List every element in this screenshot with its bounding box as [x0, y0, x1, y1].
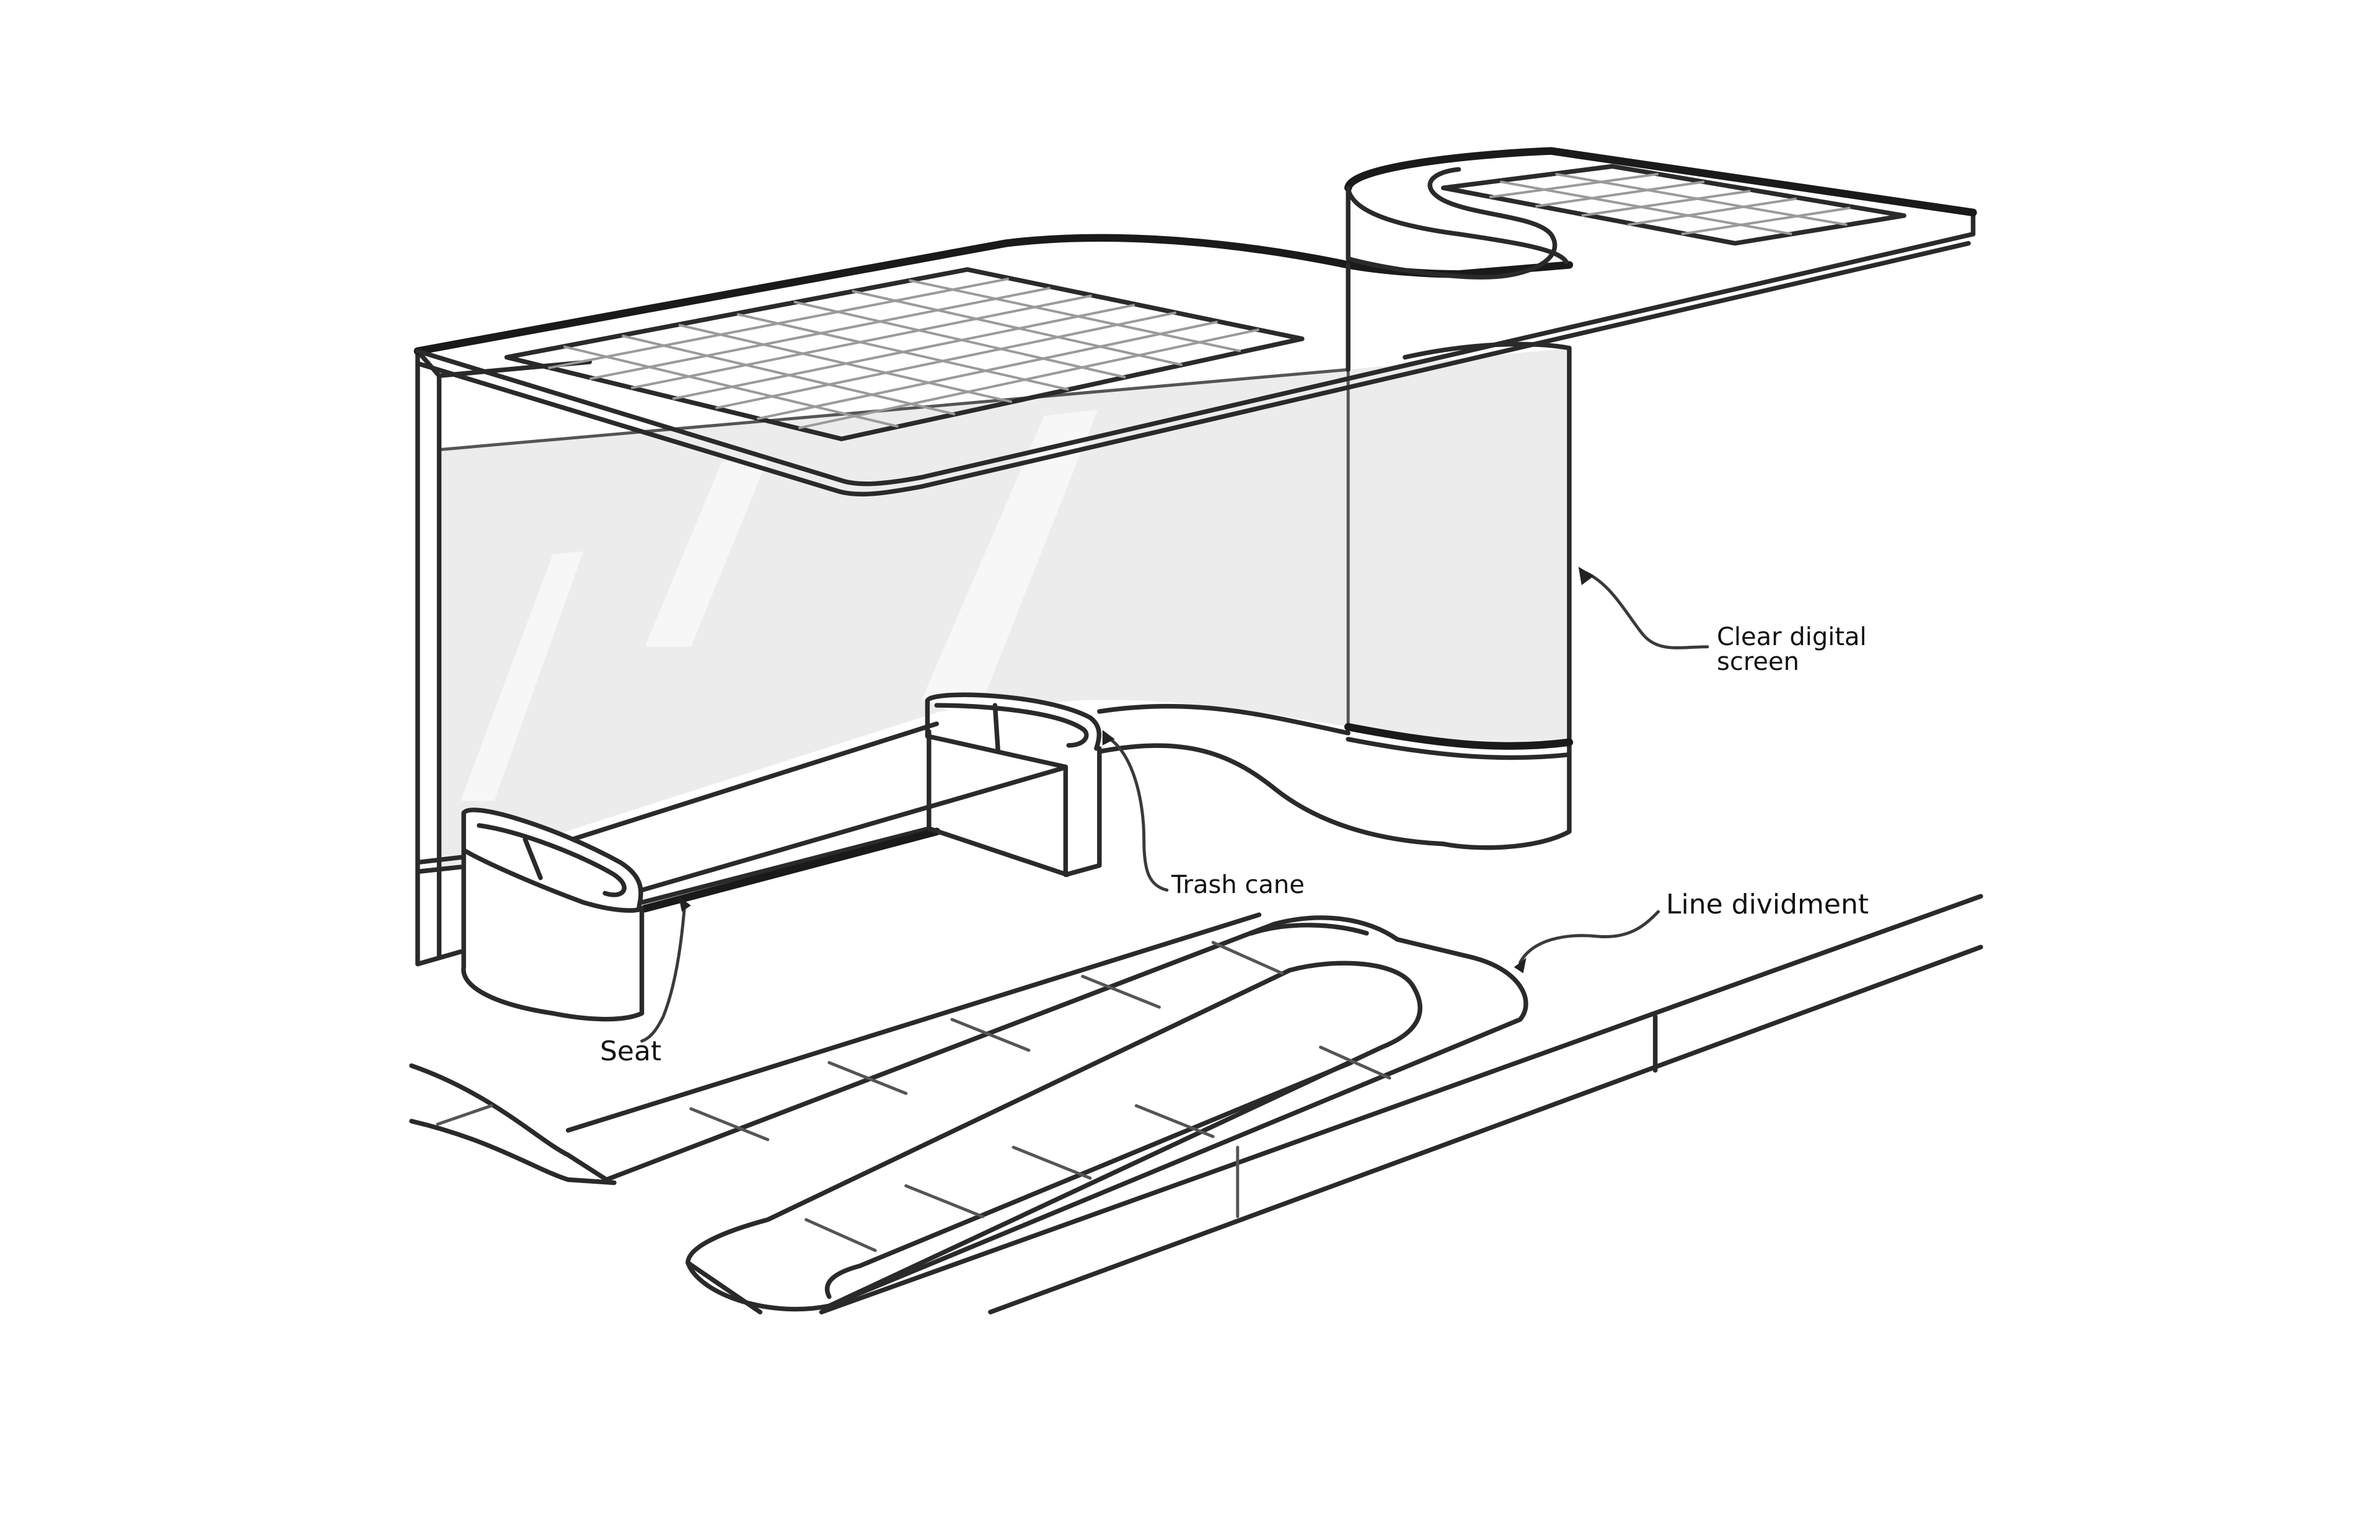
- roof: [413, 147, 1977, 497]
- annotation-clear-digital-screen: Clear digital screen: [1717, 623, 1867, 676]
- leader-lines: [640, 566, 1709, 1043]
- annotation-line-dividment: Line dividment: [1666, 889, 1869, 920]
- solar-panel-rear: [1441, 164, 1906, 246]
- solar-panel-front: [504, 267, 1305, 441]
- trash-bin-right: [925, 692, 1102, 878]
- trash-bin-left: [461, 807, 645, 1022]
- bench: [516, 721, 1070, 913]
- annotation-seat: Seat: [600, 1036, 662, 1067]
- ground-lanes: [409, 894, 1983, 1314]
- clear-digital-screen: [438, 348, 1569, 872]
- pillar: [1097, 262, 1574, 850]
- annotation-trash-cane: Trash cane: [1171, 871, 1305, 899]
- left-frame: [415, 348, 593, 967]
